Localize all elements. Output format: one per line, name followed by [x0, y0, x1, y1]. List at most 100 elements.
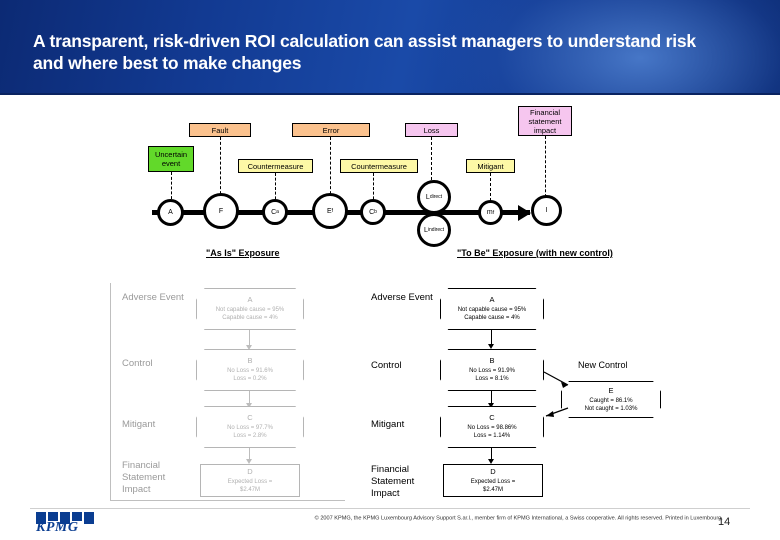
page-number: 14	[718, 516, 731, 528]
node-line: $2.47M	[239, 486, 260, 493]
node-line: Loss = 1.14%	[473, 433, 511, 439]
as-is-node-A: A Not capable cause = 95% Capable cause …	[196, 288, 304, 330]
callout-countermeasure-2: Countermeasure	[340, 159, 418, 173]
leader-line-financial-impact	[545, 136, 546, 202]
node-sub: indirect	[427, 227, 445, 233]
node-label: E	[326, 207, 332, 215]
callout-label: Loss	[423, 125, 440, 135]
timeline-arrowhead	[518, 205, 531, 221]
node-label: I	[545, 207, 548, 214]
node-sub: a	[276, 209, 279, 215]
node-line: Capable cause = 4%	[464, 315, 520, 321]
row-label-mitigant: Mitigant	[122, 419, 155, 431]
node-title: C	[247, 413, 253, 422]
leader-line-fault	[220, 137, 221, 199]
node-label: m	[486, 209, 493, 216]
kpmg-logo-bars	[36, 512, 102, 524]
node-label: L	[425, 193, 430, 201]
as-is-connector-B-C-arrow	[246, 403, 252, 408]
node-title: D	[247, 466, 253, 476]
row-label-adverse-event-2: Adverse Event	[371, 292, 433, 304]
node-line: Not capable cause = 95%	[457, 307, 527, 313]
node-line: Loss = 2.8%	[233, 433, 267, 439]
node-I: I	[531, 195, 562, 226]
node-sub: f	[492, 209, 495, 216]
node-sub: f	[331, 208, 334, 214]
as-is-node-B: B No Loss = 91.6% Loss = 0.2%	[196, 349, 304, 391]
callout-label: Mitigant	[477, 161, 504, 171]
callout-label: Fault	[211, 125, 229, 135]
node-line: Expected Loss =	[470, 478, 516, 485]
to-be-node-C: C No Loss = 98.86% Loss = 1.14%	[440, 406, 544, 448]
to-be-branch-connectors	[543, 371, 569, 417]
callout-error: Error	[292, 123, 370, 137]
copyright-notice: © 2007 KPMG, the KPMG Luxembourg Advisor…	[314, 515, 723, 522]
as-is-connector-A-B	[249, 330, 250, 348]
node-line: Not capable cause = 95%	[215, 307, 285, 313]
node-label: L	[423, 226, 428, 234]
leader-line-countermeasure-2	[373, 173, 374, 204]
row-label-control: Control	[122, 358, 153, 370]
row-label-text: Adverse Event	[122, 292, 184, 303]
row-label-control-2: Control	[371, 360, 402, 372]
leader-line-error	[330, 137, 331, 199]
node-label: A	[168, 209, 173, 216]
row-label-financial-statement-impact: Financial Statement Impact	[122, 460, 186, 496]
to-be-connector-B-C-arrow	[488, 403, 494, 408]
as-is-exposure-label: "As Is" Exposure	[206, 248, 280, 258]
as-is-connector-C-D	[249, 448, 250, 462]
as-is-node-C: C No Loss = 97.7% Loss = 2.8%	[196, 406, 304, 448]
callout-financial-statement-impact: Financial statement impact	[518, 106, 572, 136]
node-line: $2.47M	[482, 486, 503, 493]
kpmg-logo-wordmark: KPMG	[36, 520, 79, 535]
row-label-text: Control	[371, 360, 402, 371]
node-line: No Loss = 97.7%	[227, 425, 273, 431]
as-is-connector-A-B-arrow	[246, 345, 252, 350]
to-be-connector-A-B-arrow	[488, 344, 494, 349]
row-label-text: Control	[122, 358, 153, 369]
to-be-node-E: E Caught = 86.1% Not caught = 1.03%	[561, 381, 661, 418]
callout-countermeasure-1: Countermeasure	[238, 159, 313, 173]
callout-uncertain-event: Uncertain event	[148, 146, 194, 172]
row-label-text: Financial Statement Impact	[371, 464, 415, 499]
header-divider	[0, 93, 780, 95]
node-title: C	[489, 413, 495, 422]
callout-loss: Loss	[405, 123, 458, 137]
node-label: C	[369, 208, 375, 216]
ghost-bottom-border	[110, 500, 345, 501]
new-control-label: New Control	[578, 360, 628, 370]
node-line: Loss = 8.1%	[475, 376, 509, 382]
node-line: Expected Loss =	[227, 478, 273, 485]
node-title: E	[608, 385, 614, 395]
leader-line-countermeasure-1	[275, 173, 276, 204]
node-line: Not caught = 1.03%	[584, 405, 638, 412]
node-title: B	[247, 356, 253, 365]
to-be-connector-C-D	[491, 448, 492, 462]
as-is-node-D: D Expected Loss = $2.47M	[200, 464, 300, 497]
row-label-text: Mitigant	[122, 419, 156, 430]
as-is-connector-B-C	[249, 391, 250, 406]
ghost-left-border	[110, 283, 111, 501]
callout-label: Countermeasure	[351, 161, 407, 171]
callout-label: Uncertain event	[154, 150, 188, 168]
row-label-text: Adverse Event	[371, 292, 433, 303]
node-title: B	[489, 356, 495, 365]
row-label-text: Financial Statement Impact	[122, 460, 166, 495]
row-label-mitigant-2: Mitigant	[371, 419, 404, 431]
node-title: D	[490, 466, 496, 476]
to-be-exposure-label: "To Be" Exposure (with new control)	[457, 248, 613, 258]
page-title: A transparent, risk-driven ROI calculati…	[33, 31, 696, 73]
node-A: A	[157, 199, 184, 226]
to-be-node-B: B No Loss = 91.9% Loss = 8.1%	[440, 349, 544, 391]
to-be-connector-B-C	[491, 391, 492, 406]
as-is-connector-C-D-arrow	[246, 459, 252, 464]
row-label-text: Mitigant	[371, 419, 405, 430]
node-line: Capable cause = 4%	[222, 315, 278, 321]
to-be-connector-C-D-arrow	[488, 459, 494, 464]
node-title: A	[489, 295, 495, 304]
leader-line-mitigant	[490, 173, 491, 206]
node-label: F	[218, 207, 224, 215]
